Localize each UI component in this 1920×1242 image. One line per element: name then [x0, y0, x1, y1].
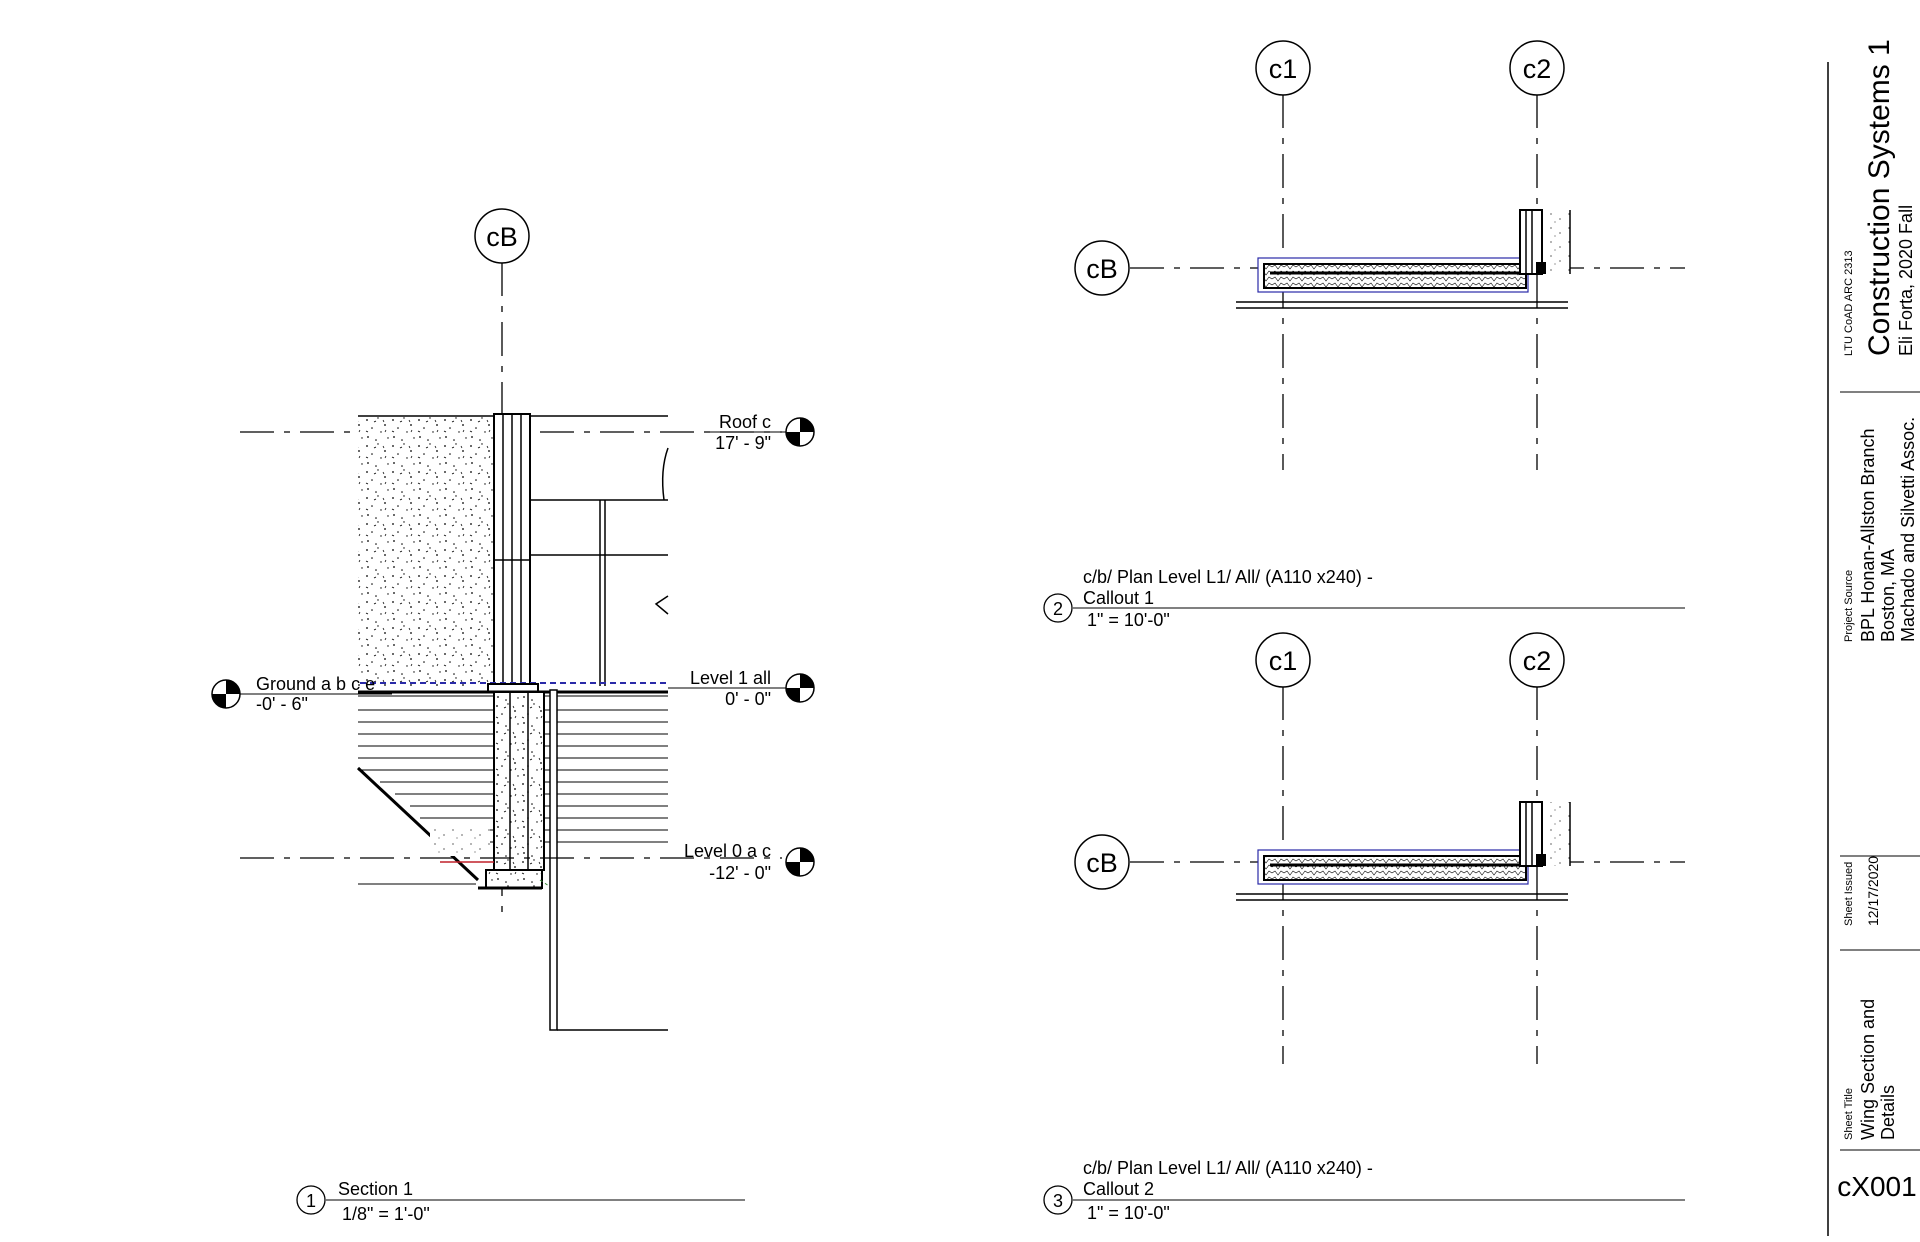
view-title-callout-1: c/b/ Plan Level L1/ All/ (A110 x240) - C… [1043, 567, 1685, 630]
sheet-title-label: Sheet Title [1843, 1088, 1855, 1140]
section-1-drawing: cB [240, 208, 782, 1031]
view-title-section-1: 1 Section 1 1/8" = 1'-0" [296, 1179, 745, 1224]
svg-text:1" = 10'-0": 1" = 10'-0" [1087, 1203, 1170, 1223]
callout-1-drawing [1130, 94, 1685, 470]
grid-bubble-cB-bottom: cB [1074, 834, 1130, 890]
svg-text:0' - 0": 0' - 0" [725, 689, 771, 709]
project-source-line3: Machado and Silvetti Assoc. [1898, 417, 1918, 642]
svg-text:c1: c1 [1269, 646, 1298, 676]
level-marker-level0: Level 0 a c -12' - 0" [684, 841, 815, 883]
svg-text:c2: c2 [1523, 54, 1552, 84]
project-source-line2: Boston, MA [1878, 549, 1898, 642]
level-marker-ground: Ground a b c e -0' - 6" [211, 674, 392, 714]
svg-text:2: 2 [1053, 599, 1063, 619]
grid-bubble-cB-section: cB [474, 208, 530, 264]
level-marker-level1: Level 1 all 0' - 0" [668, 668, 815, 709]
grid-bubble-cB-top: cB [1074, 240, 1130, 296]
sheet-issued-date: 12/17/2020 [1865, 856, 1881, 926]
svg-text:cB: cB [486, 222, 518, 252]
project-source-line1: BPL Honan-Allston Branch [1858, 429, 1878, 642]
course-text: LTU CoAD ARC 2313 [1843, 250, 1855, 356]
svg-text:Ground a b c e: Ground a b c e [256, 674, 375, 694]
svg-text:cB: cB [1086, 848, 1118, 878]
svg-text:Section 1: Section 1 [338, 1179, 413, 1199]
svg-text:c/b/ Plan Level L1/ All/ (A11: c/b/ Plan Level L1/ All/ (A110 x240) - [1083, 567, 1373, 587]
svg-text:Level 0 a c: Level 0 a c [684, 841, 771, 861]
svg-text:1: 1 [306, 1191, 316, 1211]
sheet-title-line2: Details [1878, 1085, 1898, 1140]
svg-text:-12' - 0": -12' - 0" [709, 863, 771, 883]
title-block: LTU CoAD ARC 2313 Construction Systems 1… [1827, 39, 1920, 1236]
svg-text:cB: cB [1086, 254, 1118, 284]
author-text: Eli Forta, 2020 Fall [1896, 205, 1916, 356]
grid-bubble-c2-top: c2 [1509, 40, 1565, 96]
svg-text:Roof c: Roof c [719, 412, 771, 432]
svg-text:c2: c2 [1523, 646, 1552, 676]
view-title-callout-2: c/b/ Plan Level L1/ All/ (A110 x240) - C… [1043, 1158, 1685, 1223]
svg-text:Callout 2: Callout 2 [1083, 1179, 1154, 1199]
level-marker-roof: Roof c 17' - 9" [708, 412, 815, 453]
svg-text:c/b/ Plan Level L1/ All/ (A11: c/b/ Plan Level L1/ All/ (A110 x240) - [1083, 1158, 1373, 1178]
sheet-number: cX001 [1837, 1171, 1916, 1202]
grid-bubble-c2-bottom: c2 [1509, 632, 1565, 688]
callout-2-drawing [1130, 686, 1685, 1064]
svg-text:1/8" = 1'-0": 1/8" = 1'-0" [342, 1204, 430, 1224]
svg-text:c1: c1 [1269, 54, 1298, 84]
svg-text:17' - 9": 17' - 9" [715, 433, 771, 453]
sheet-title-line1: Wing Section and [1858, 999, 1878, 1140]
grid-bubble-c1-top: c1 [1255, 40, 1311, 96]
svg-text:-0' - 6": -0' - 6" [256, 694, 308, 714]
svg-text:Level 1 all: Level 1 all [690, 668, 771, 688]
project-title: Construction Systems 1 [1863, 39, 1896, 356]
project-source-label: Project Source [1843, 570, 1855, 642]
svg-text:1" = 10'-0": 1" = 10'-0" [1087, 610, 1170, 630]
svg-text:3: 3 [1053, 1191, 1063, 1211]
svg-text:Callout 1: Callout 1 [1083, 588, 1154, 608]
grid-bubble-c1-bottom: c1 [1255, 632, 1311, 688]
sheet-issued-label: Sheet Issued [1843, 862, 1855, 926]
